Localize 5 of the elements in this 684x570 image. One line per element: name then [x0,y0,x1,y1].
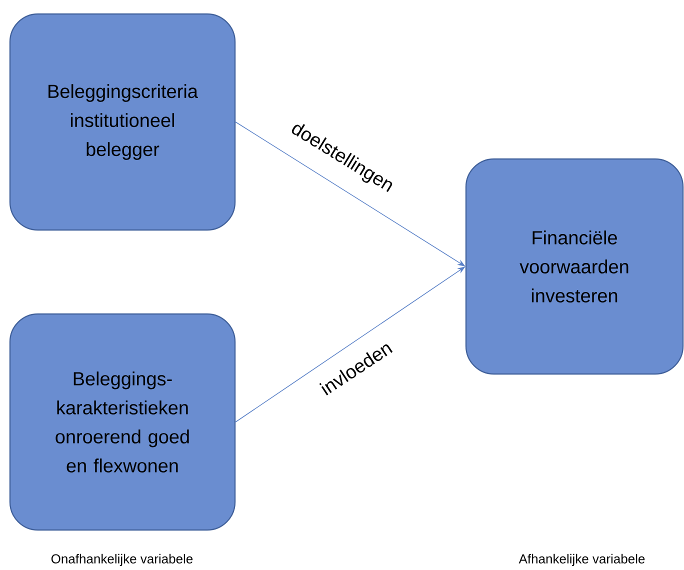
axis-caption: Afhankelijke variabele [518,554,645,566]
process-box: Financiële voorwaarden investeren [465,158,684,375]
process-box: Beleggingscriteria institutioneel belegger [9,13,236,231]
axis-caption: Onafhankelijke variabele [51,554,193,566]
process-box: Beleggings- karakteristieken onroerend goed en flexwonen [9,313,236,531]
